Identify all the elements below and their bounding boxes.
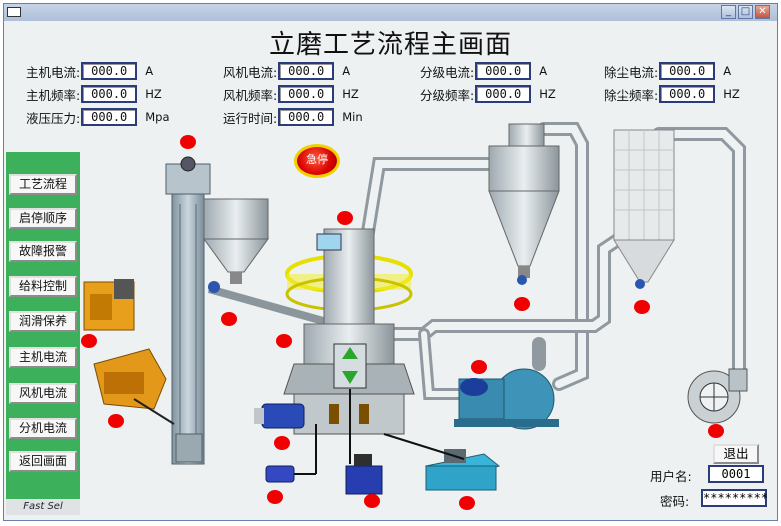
run-time-field: 运行时间: 000.0 Min bbox=[223, 108, 363, 126]
password-label: 密码: bbox=[660, 494, 690, 509]
status-indicator bbox=[634, 300, 650, 314]
exhaust-fan bbox=[687, 368, 748, 424]
nav-process-flow[interactable]: 工艺流程 bbox=[9, 174, 77, 195]
dust-current-field: 除尘电流: 000.0 A bbox=[604, 62, 731, 80]
status-indicator bbox=[459, 496, 475, 510]
window-icon bbox=[7, 7, 21, 17]
nav-fault-alarm[interactable]: 故障报警 bbox=[9, 241, 77, 262]
title-bar: _ □ ✕ bbox=[4, 4, 777, 21]
main-fan bbox=[454, 368, 559, 430]
hydraulic-pressure-field: 液压压力: 000.0 Mpa bbox=[26, 108, 170, 126]
status-indicator bbox=[267, 490, 283, 504]
classifier-current-value: 000.0 bbox=[475, 62, 532, 80]
fan-current-unit: A bbox=[342, 64, 351, 78]
main-current-value: 000.0 bbox=[81, 62, 138, 80]
nav-return-screen[interactable]: 返回画面 bbox=[9, 451, 77, 472]
hydraulic-pressure-value: 000.0 bbox=[81, 108, 138, 126]
fan-current-value: 000.0 bbox=[278, 62, 335, 80]
cyclone-collector bbox=[488, 123, 560, 285]
classifier-freq-field: 分级频率: 000.0 HZ bbox=[420, 85, 556, 103]
username-field[interactable]: 0001 bbox=[708, 465, 764, 483]
status-indicator bbox=[276, 334, 292, 348]
dust-freq-value: 000.0 bbox=[659, 85, 716, 103]
password-field[interactable]: ********* bbox=[701, 489, 769, 507]
run-time-label: 运行时间: bbox=[223, 110, 278, 126]
status-indicator bbox=[364, 494, 380, 508]
arrow-down-icon bbox=[342, 371, 358, 384]
process-flow-diagram bbox=[83, 122, 748, 495]
username-label: 用户名: bbox=[650, 469, 692, 484]
status-indicator bbox=[81, 334, 97, 348]
main-freq-field: 主机频率: 000.0 HZ bbox=[26, 85, 162, 103]
main-current-unit: A bbox=[145, 64, 154, 78]
classifier-freq-unit: HZ bbox=[539, 87, 556, 101]
minimize-button[interactable]: _ bbox=[721, 5, 736, 19]
main-current-label: 主机电流: bbox=[26, 64, 81, 80]
close-button[interactable]: ✕ bbox=[755, 5, 770, 19]
jaw-crusher bbox=[83, 279, 135, 331]
exit-button[interactable]: 退出 bbox=[713, 444, 759, 464]
run-time-value: 000.0 bbox=[278, 108, 335, 126]
nav-classifier-current[interactable]: 分机电流 bbox=[9, 418, 77, 439]
status-indicator bbox=[708, 424, 724, 438]
status-indicator bbox=[221, 312, 237, 326]
page-title: 立磨工艺流程主画面 bbox=[268, 30, 512, 60]
status-indicator bbox=[180, 135, 196, 149]
status-indicator bbox=[471, 360, 487, 374]
nav-lubrication[interactable]: 润滑保养 bbox=[9, 311, 77, 332]
fan-current-label: 风机电流: bbox=[223, 64, 278, 80]
status-indicator bbox=[274, 436, 290, 450]
dust-current-label: 除尘电流: bbox=[604, 64, 659, 80]
dust-freq-unit: HZ bbox=[723, 87, 740, 101]
emergency-stop-button[interactable]: 急停 bbox=[294, 144, 340, 178]
dust-freq-field: 除尘频率: 000.0 HZ bbox=[604, 85, 740, 103]
duct-pipes bbox=[359, 122, 746, 400]
fast-select[interactable]: Fast Sel bbox=[6, 499, 80, 515]
fan-freq-value: 000.0 bbox=[278, 85, 335, 103]
fan-freq-label: 风机频率: bbox=[223, 87, 278, 103]
nav-feed-control[interactable]: 给料控制 bbox=[9, 276, 77, 297]
classifier-freq-label: 分级频率: bbox=[420, 87, 475, 103]
hydraulic-station bbox=[383, 433, 501, 491]
sidebar-nav: 工艺流程 启停顺序 故障报警 给料控制 润滑保养 主机电流 风机电流 分机电流 … bbox=[6, 152, 80, 514]
main-freq-value: 000.0 bbox=[81, 85, 138, 103]
nav-start-stop-sequence[interactable]: 启停顺序 bbox=[9, 208, 77, 229]
status-indicator bbox=[108, 414, 124, 428]
classifier-current-label: 分级电流: bbox=[420, 64, 475, 80]
main-freq-label: 主机频率: bbox=[26, 87, 81, 103]
feed-hopper bbox=[203, 198, 336, 328]
main-current-field: 主机电流: 000.0 A bbox=[26, 62, 153, 80]
bucket-elevator bbox=[165, 156, 211, 465]
mill-motor bbox=[254, 403, 305, 429]
hydraulic-pressure-label: 液压压力: bbox=[26, 110, 81, 126]
classifier-current-field: 分级电流: 000.0 A bbox=[420, 62, 547, 80]
main-freq-unit: HZ bbox=[145, 87, 162, 101]
fan-current-field: 风机电流: 000.0 A bbox=[223, 62, 350, 80]
lube-pump bbox=[265, 424, 317, 483]
run-time-unit: Min bbox=[342, 110, 363, 124]
dust-current-value: 000.0 bbox=[659, 62, 716, 80]
hydraulic-pressure-unit: Mpa bbox=[145, 110, 170, 124]
fan-freq-field: 风机频率: 000.0 HZ bbox=[223, 85, 359, 103]
classifier-current-unit: A bbox=[539, 64, 548, 78]
maximize-button[interactable]: □ bbox=[738, 5, 753, 19]
fan-freq-unit: HZ bbox=[342, 87, 359, 101]
dust-current-unit: A bbox=[723, 64, 732, 78]
hmi-window: _ □ ✕ 立磨工艺流程主画面 bbox=[3, 3, 778, 521]
status-indicator bbox=[514, 297, 530, 311]
classifier-freq-value: 000.0 bbox=[475, 85, 532, 103]
bag-dust-collector bbox=[613, 129, 675, 289]
vertical-mill bbox=[283, 228, 415, 464]
hydraulic-tank-blue bbox=[345, 454, 383, 495]
dust-freq-label: 除尘频率: bbox=[604, 87, 659, 103]
status-indicator bbox=[337, 211, 353, 225]
arrow-up-icon bbox=[342, 347, 358, 359]
nav-fan-current[interactable]: 风机电流 bbox=[9, 383, 77, 404]
hammer-crusher bbox=[93, 348, 175, 425]
nav-main-current[interactable]: 主机电流 bbox=[9, 347, 77, 368]
